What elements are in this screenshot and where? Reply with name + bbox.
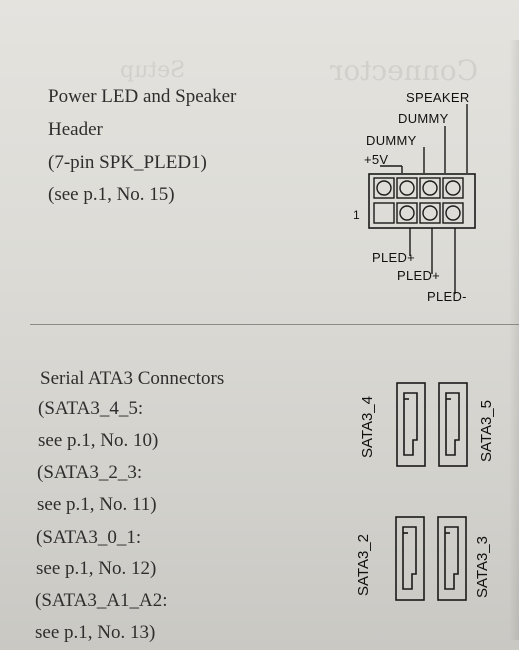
sata-port-label-sata3-5: SATA3_5 xyxy=(478,400,495,462)
header-outline xyxy=(368,173,476,229)
section-divider xyxy=(30,324,519,325)
sata-reference-line: (SATA3_0_1: xyxy=(36,527,142,548)
pin-square xyxy=(396,202,418,224)
bleed-through-text: Connector xyxy=(330,54,479,87)
pin-circle xyxy=(399,205,415,221)
sata-reference-line: (SATA3_A1_A2: xyxy=(35,590,168,611)
sata-reference-line: (SATA3_4_5: xyxy=(38,398,144,419)
sata-reference-line: see p.1, No. 11) xyxy=(37,494,157,515)
pin-circle xyxy=(445,180,461,196)
sata-port-label-sata3-3: SATA3_3 xyxy=(474,536,491,598)
pin-1-label: 1 xyxy=(353,208,360,222)
pin-label-pled-plus: PLED+ xyxy=(397,268,441,283)
pin-label-dummy: DUMMY xyxy=(398,111,449,126)
sata-port-label-sata3-2: SATA3_2 xyxy=(355,534,372,596)
pin-label-dummy: DUMMY xyxy=(366,133,417,148)
pin-circle xyxy=(376,180,392,196)
sata-reference-line: see p.1, No. 10) xyxy=(38,430,159,451)
sata-reference-line: see p.1, No. 12) xyxy=(36,558,157,579)
pin-label-speaker: SPEAKER xyxy=(406,90,470,105)
sata-port-sata3-2 xyxy=(395,516,425,601)
sata-reference-line: see p.1, No. 13) xyxy=(35,622,156,643)
pin-square xyxy=(442,177,464,199)
bleed-through-text: Setup xyxy=(120,58,186,83)
pin-square xyxy=(373,177,395,199)
sata-port-sata3-4 xyxy=(396,382,426,467)
pin-1-square xyxy=(373,202,395,224)
pin-circle xyxy=(445,205,461,221)
page-reference: (see p.1, No. 15) xyxy=(48,184,175,205)
pin-circle xyxy=(399,180,415,196)
pin-square xyxy=(396,177,418,199)
pin-label-plus-5v: +5V xyxy=(364,152,389,167)
pin-label-pled-minus: PLED- xyxy=(427,289,467,304)
pin-name: (7-pin SPK_PLED1) xyxy=(48,152,207,173)
pin-label-pled-plus: PLED+ xyxy=(372,250,416,265)
pin-square xyxy=(419,202,441,224)
sata-reference-line: (SATA3_2_3: xyxy=(37,462,143,483)
pin-square xyxy=(419,177,441,199)
section-title: Power LED and Speaker xyxy=(48,86,237,107)
sata-port-label-sata3-4: SATA3_4 xyxy=(359,396,376,458)
section-title: Serial ATA3 Connectors xyxy=(40,368,225,389)
pin-circle xyxy=(422,205,438,221)
sata-port-sata3-3 xyxy=(437,516,467,601)
section-title: Header xyxy=(48,119,103,140)
pin-circle xyxy=(422,180,438,196)
sata-port-sata3-5 xyxy=(438,382,468,467)
pin-square xyxy=(442,202,464,224)
page-edge-shadow xyxy=(509,40,519,640)
